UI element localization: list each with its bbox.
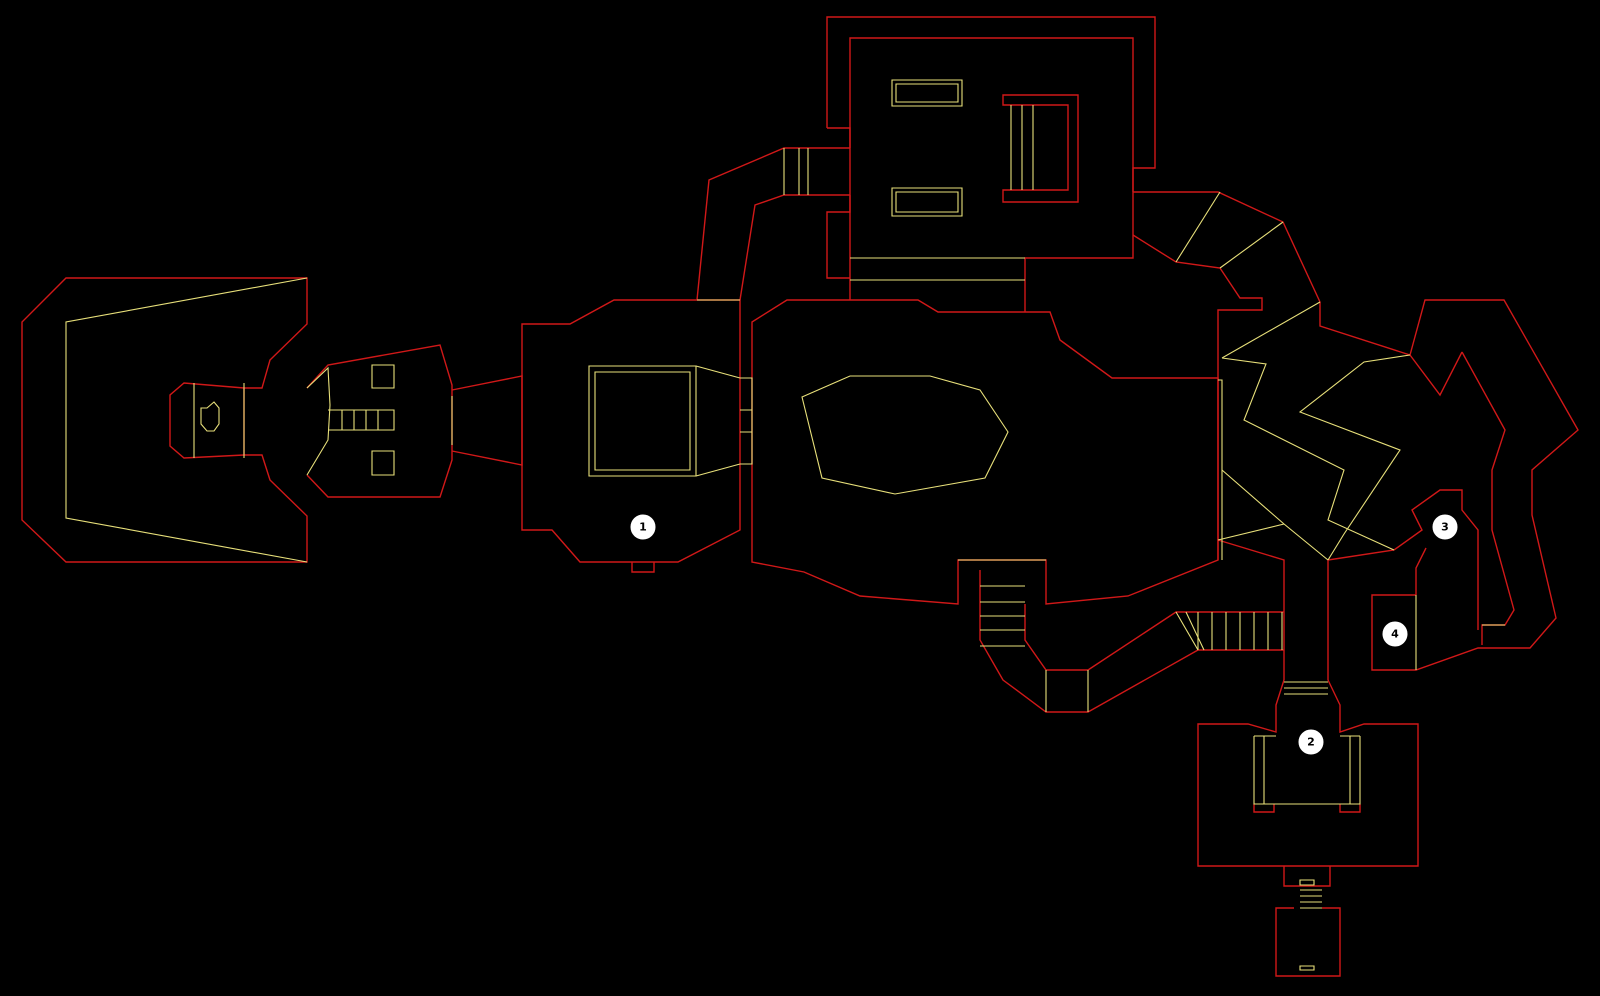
marker-1: 1 bbox=[629, 513, 657, 541]
marker-4: 4 bbox=[1381, 620, 1409, 648]
upper-room-left-wall bbox=[827, 127, 851, 148]
east-curve-cross-1 bbox=[1175, 191, 1221, 263]
room-four-wall bbox=[1371, 594, 1500, 671]
east-serpent-inner-wall bbox=[1409, 351, 1463, 397]
marker-3-badge bbox=[1431, 513, 1459, 541]
marker-3-label: 3 bbox=[1441, 521, 1449, 534]
main-hall-wall bbox=[751, 299, 1219, 605]
marker-1-badge bbox=[629, 513, 657, 541]
east-curve-cross-2 bbox=[1219, 221, 1284, 269]
room-four-link-wall bbox=[1415, 547, 1427, 595]
upper-room-inner-wall bbox=[849, 37, 1134, 312]
marker-3: 3 bbox=[1431, 513, 1459, 541]
west-room-funnel bbox=[306, 366, 331, 476]
east-curve-inner-wall bbox=[1132, 234, 1263, 560]
room-one-wall bbox=[521, 299, 741, 563]
south-room-altar bbox=[1253, 736, 1361, 805]
room-one-east-door bbox=[740, 377, 753, 465]
west-room-pillar-top bbox=[371, 364, 395, 389]
marker-2-badge bbox=[1297, 728, 1325, 756]
marker-2: 2 bbox=[1297, 728, 1325, 756]
west-altar-wall bbox=[169, 382, 245, 459]
south-pedestal-wall bbox=[1253, 804, 1361, 813]
south-neck-steps bbox=[1284, 681, 1328, 695]
north-passage-wall bbox=[696, 147, 850, 301]
west-corridor-wall bbox=[451, 375, 523, 466]
upper-room-window-bottom bbox=[891, 187, 963, 217]
east-serpent-wall bbox=[1461, 351, 1515, 645]
room-one-cage-links bbox=[695, 365, 741, 477]
main-hall-island bbox=[801, 375, 1009, 495]
marker-1-label: 1 bbox=[639, 521, 647, 534]
south-room-wall bbox=[1197, 679, 1419, 867]
throne-wall bbox=[1002, 94, 1079, 203]
map-steps bbox=[65, 79, 1505, 971]
west-hall-funnel bbox=[65, 277, 308, 563]
map-markers: 1 2 3 4 bbox=[629, 513, 1459, 756]
east-curve-cross-3 bbox=[1221, 301, 1321, 359]
marker-2-label: 2 bbox=[1307, 736, 1315, 749]
south-closet-pad bbox=[1299, 965, 1315, 971]
east-curve-cross-4 bbox=[1221, 357, 1395, 551]
east-south-wall bbox=[1217, 539, 1285, 680]
south-exit-steps bbox=[1299, 879, 1322, 909]
marker-4-badge bbox=[1381, 620, 1409, 648]
east-south-inner-wall bbox=[1327, 489, 1479, 680]
west-hall-outer-wall bbox=[21, 277, 308, 563]
upper-room-left-lower-wall bbox=[826, 195, 851, 279]
north-passage-door bbox=[783, 148, 809, 195]
room-one-notch bbox=[631, 562, 655, 573]
upper-room-window-top bbox=[891, 79, 963, 107]
west-room-pillar-bottom bbox=[371, 450, 395, 476]
west-room-stairs bbox=[328, 409, 395, 431]
upper-room-sill bbox=[850, 257, 1025, 281]
upper-room-outer-wall bbox=[826, 16, 1156, 192]
map-walls bbox=[21, 16, 1579, 977]
marker-4-label: 4 bbox=[1391, 628, 1399, 641]
south-closet-wall bbox=[1275, 907, 1341, 977]
room-one-cage bbox=[588, 365, 697, 477]
south-corridor-inner-wall bbox=[1024, 604, 1284, 671]
west-altar-pedestal bbox=[200, 401, 220, 432]
east-stairs bbox=[1197, 612, 1283, 650]
east-zigzag bbox=[1298, 354, 1411, 561]
east-diagonal-2 bbox=[1217, 523, 1285, 541]
main-hall-east-door bbox=[1218, 379, 1223, 560]
south-exit-wall bbox=[1283, 866, 1331, 887]
north-passage-inner-wall bbox=[739, 194, 850, 301]
south-corridor-door bbox=[1045, 670, 1089, 712]
west-altar-steps bbox=[193, 383, 245, 458]
throne-steps bbox=[1010, 105, 1034, 190]
south-corridor-stairs bbox=[980, 585, 1025, 647]
east-stairs-bevel bbox=[1175, 611, 1205, 651]
east-curve-outer-wall bbox=[1133, 191, 1579, 649]
